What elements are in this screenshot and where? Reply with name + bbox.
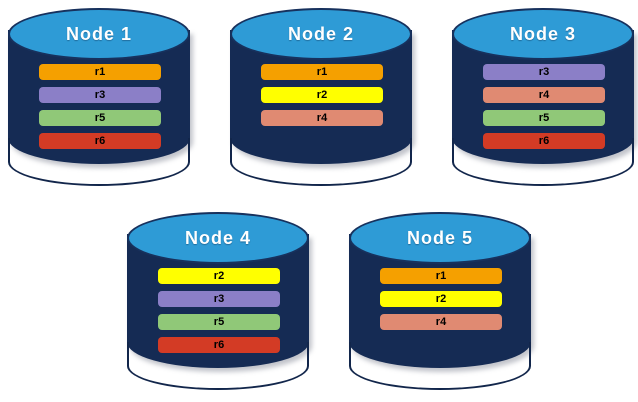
node-label: Node 1 xyxy=(65,23,132,44)
record-bar[interactable]: r4 xyxy=(483,87,605,103)
record-list: r2 r3 r5 r6 xyxy=(158,268,280,360)
record-bar[interactable]: r2 xyxy=(380,291,502,307)
record-bar[interactable]: r4 xyxy=(380,314,502,330)
record-bar[interactable]: r6 xyxy=(39,133,161,149)
cylinder-top-ellipse xyxy=(452,8,634,60)
database-node-1[interactable]: Node 1 r1 r3 r5 r6 xyxy=(8,8,190,186)
record-bar[interactable]: r3 xyxy=(483,64,605,80)
record-list: r3 r4 r5 r6 xyxy=(483,64,605,156)
record-bar[interactable]: r6 xyxy=(158,337,280,353)
record-bar[interactable]: r5 xyxy=(39,110,161,126)
database-node-5[interactable]: Node 5 r1 r2 r4 xyxy=(349,212,531,390)
cylinder-top-ellipse xyxy=(127,212,309,264)
cylinder-top-ellipse xyxy=(8,8,190,60)
node-label: Node 5 xyxy=(406,227,473,248)
record-bar[interactable]: r1 xyxy=(39,64,161,80)
record-bar[interactable]: r3 xyxy=(39,87,161,103)
record-bar[interactable]: r1 xyxy=(261,64,383,80)
database-node-3[interactable]: Node 3 r3 r4 r5 r6 xyxy=(452,8,634,186)
record-bar[interactable]: r1 xyxy=(380,268,502,284)
cylinder-top-ellipse xyxy=(230,8,412,60)
record-list: r1 r3 r5 r6 xyxy=(39,64,161,156)
record-bar[interactable]: r2 xyxy=(158,268,280,284)
node-label: Node 4 xyxy=(184,227,251,248)
record-bar[interactable]: r4 xyxy=(261,110,383,126)
record-bar[interactable]: r6 xyxy=(483,133,605,149)
node-label: Node 2 xyxy=(287,23,354,44)
record-bar[interactable]: r5 xyxy=(483,110,605,126)
cylinder-top-ellipse xyxy=(349,212,531,264)
record-list: r1 r2 r4 xyxy=(261,64,383,133)
database-node-2[interactable]: Node 2 r1 r2 r4 xyxy=(230,8,412,186)
node-label: Node 3 xyxy=(509,23,576,44)
record-list: r1 r2 r4 xyxy=(380,268,502,337)
record-bar[interactable]: r5 xyxy=(158,314,280,330)
database-node-4[interactable]: Node 4 r2 r3 r5 r6 xyxy=(127,212,309,390)
record-bar[interactable]: r3 xyxy=(158,291,280,307)
record-bar[interactable]: r2 xyxy=(261,87,383,103)
